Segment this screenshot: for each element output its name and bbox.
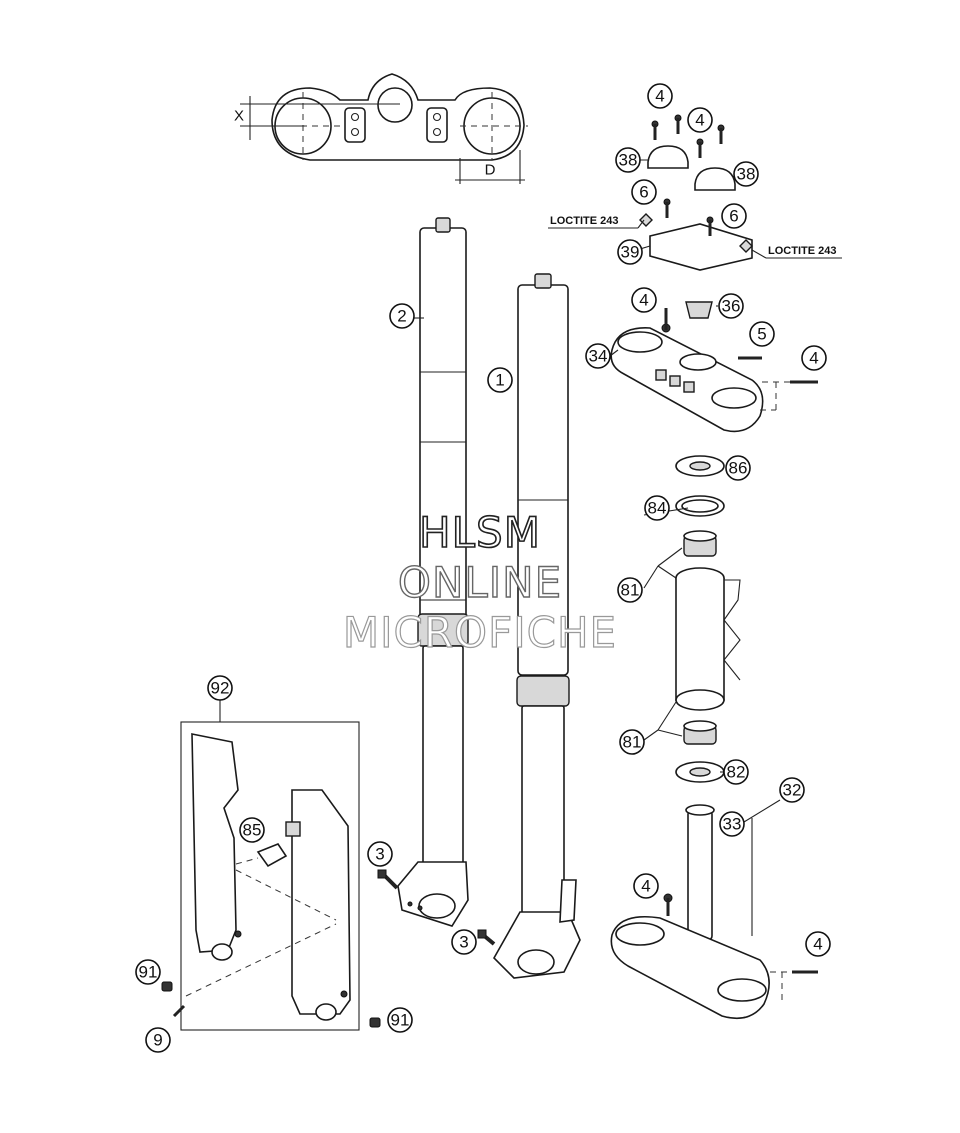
dimension-clamp-view	[240, 73, 528, 184]
callout-36: 36	[718, 293, 744, 319]
callout-5-label: 5	[757, 325, 766, 344]
fork-guard-group-box	[180, 721, 360, 1031]
screw-9	[172, 1004, 186, 1018]
callout-4e-label: 4	[641, 877, 650, 896]
callout-38b: 38	[733, 161, 759, 187]
callout-85: 85	[239, 817, 265, 843]
callout-4d-label: 4	[809, 349, 818, 368]
callout-4c: 4	[631, 287, 657, 313]
callout-84: 84	[644, 495, 670, 521]
callout-4c-label: 4	[639, 291, 648, 310]
callout-4f: 4	[805, 931, 831, 957]
callout-3a: 3	[367, 841, 393, 867]
callout-91a-label: 91	[139, 963, 158, 982]
callout-6b: 6	[721, 203, 747, 229]
handlebar-clamp-left	[647, 114, 689, 169]
callout-34: 34	[585, 343, 611, 369]
handlebar-clamp-right	[694, 124, 736, 191]
callout-82: 82	[723, 759, 749, 785]
callout-4f-label: 4	[813, 935, 822, 954]
callout-9-label: 9	[153, 1031, 162, 1050]
upper-triple-clamp	[610, 301, 818, 433]
callout-81b: 81	[619, 729, 645, 755]
callout-2: 2	[389, 303, 415, 329]
callout-3b-label: 3	[459, 933, 468, 952]
loctite-note-left: LOCTITE 243	[550, 215, 618, 227]
callout-4a: 4	[647, 83, 673, 109]
callout-4a-label: 4	[655, 87, 664, 106]
callout-81b-label: 81	[623, 733, 642, 752]
callout-33: 33	[719, 811, 745, 837]
callout-36-label: 36	[722, 297, 741, 316]
callout-81a-label: 81	[621, 581, 640, 600]
callout-39: 39	[617, 239, 643, 265]
callout-91a: 91	[135, 959, 161, 985]
callout-33-label: 33	[723, 815, 742, 834]
fork-leg-left	[397, 217, 469, 927]
screw-3-upper	[377, 869, 399, 890]
callout-91b: 91	[387, 1007, 413, 1033]
callout-82-label: 82	[727, 763, 746, 782]
callout-38a: 38	[615, 147, 641, 173]
callout-4e: 4	[633, 873, 659, 899]
callout-1: 1	[487, 367, 513, 393]
loctite-note-right: LOCTITE 243	[768, 245, 836, 257]
fork-leg-right	[493, 273, 581, 979]
callout-4b: 4	[687, 107, 713, 133]
callout-3b: 3	[451, 929, 477, 955]
callout-9: 9	[145, 1027, 171, 1053]
screw-91-right	[369, 1017, 381, 1028]
callout-6b-label: 6	[729, 207, 738, 226]
bearing-stack	[675, 455, 741, 783]
callout-91b-label: 91	[391, 1011, 410, 1030]
callout-92: 92	[207, 675, 233, 701]
fork-guard-left	[191, 733, 242, 961]
callout-92-label: 92	[211, 679, 230, 698]
callout-1-label: 1	[495, 371, 504, 390]
callout-5: 5	[749, 321, 775, 347]
guard-clip-85	[256, 843, 288, 868]
lower-triple-clamp	[610, 804, 818, 1020]
callout-3a-label: 3	[375, 845, 384, 864]
callout-2-label: 2	[397, 307, 406, 326]
callout-86: 86	[725, 455, 751, 481]
callout-4d: 4	[801, 345, 827, 371]
callout-32: 32	[779, 777, 805, 803]
callout-38a-label: 38	[619, 151, 638, 170]
watermark-line-3: MICROFICHE	[342, 607, 618, 657]
callout-81a: 81	[617, 577, 643, 603]
callout-34-label: 34	[589, 347, 608, 366]
screw-91-left	[161, 981, 173, 992]
watermark-line-2: ONLINE	[397, 557, 563, 607]
callout-39-label: 39	[621, 243, 640, 262]
dimension-d-label: D	[485, 162, 496, 179]
callout-4b-label: 4	[695, 111, 704, 130]
callout-38b-label: 38	[737, 165, 756, 184]
callout-6a-label: 6	[639, 183, 648, 202]
callout-85-label: 85	[243, 821, 262, 840]
watermark-line-1: HLSM	[418, 507, 541, 558]
callout-6a: 6	[631, 179, 657, 205]
callout-32-label: 32	[783, 781, 802, 800]
dimension-x-label: X	[234, 108, 244, 125]
callout-86-label: 86	[729, 459, 748, 478]
screw-3-lower	[477, 929, 496, 946]
handlebar-bridge	[639, 198, 753, 271]
callout-84-label: 84	[648, 499, 667, 518]
fork-guard-right	[285, 789, 351, 1021]
